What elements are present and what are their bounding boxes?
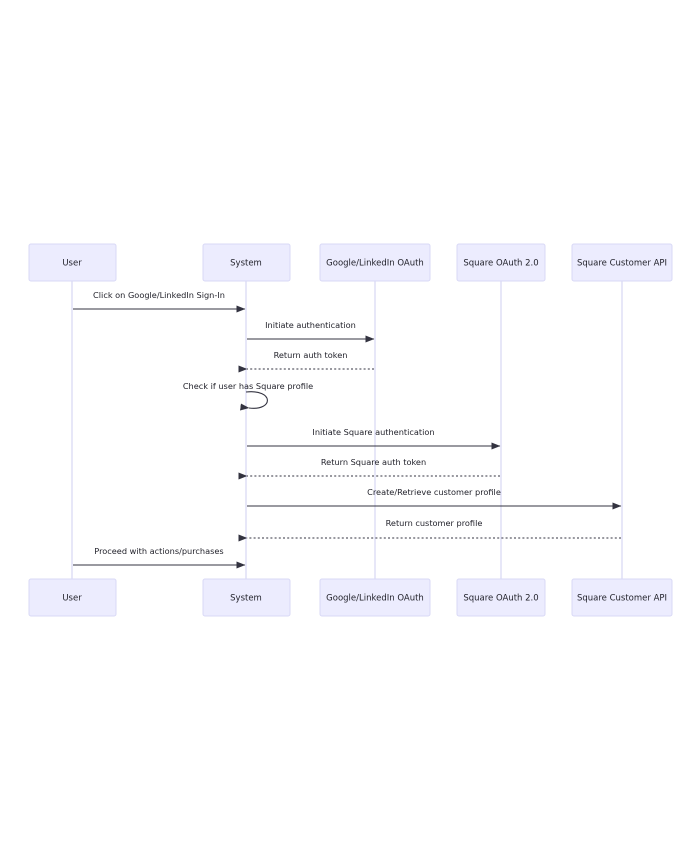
actor-sqoauth-footer[interactable]: Square OAuth 2.0 [456, 578, 546, 617]
message-label: Click on Google/LinkedIn Sign-In [93, 290, 225, 300]
actor-sqoauth-header[interactable]: Square OAuth 2.0 [456, 243, 546, 282]
message-label: Initiate authentication [265, 320, 356, 330]
actor-header-group: User System Google/LinkedIn OAuth Square OA… [28, 243, 673, 282]
message-label: Return auth token [274, 350, 348, 360]
actor-box [456, 243, 546, 282]
actor-oauth-footer[interactable]: Google/LinkedIn OAuth [319, 578, 431, 617]
message-8-return[interactable]: Return customer profile [238, 518, 621, 542]
actor-user-header[interactable]: User [28, 243, 117, 282]
actor-label: Square OAuth 2.0 [463, 259, 538, 269]
actor-label: User [62, 259, 82, 269]
message-5-request[interactable]: Initiate Square authentication [247, 427, 501, 450]
message-label: Return customer profile [386, 518, 483, 528]
lifelines-group [71, 281, 623, 579]
message-4-self[interactable]: Check if user has Square profile [183, 381, 313, 411]
actor-label: Square OAuth 2.0 [463, 594, 538, 604]
actor-box [28, 578, 117, 617]
message-label: Check if user has Square profile [183, 381, 313, 391]
message-2-request[interactable]: Initiate authentication [247, 320, 375, 343]
actor-box [571, 578, 673, 617]
actor-footer-group: User System Google/LinkedIn OAuth Square OA… [28, 578, 673, 617]
actor-box [319, 243, 431, 282]
actor-box [202, 243, 291, 282]
message-6-return[interactable]: Return Square auth token [238, 457, 500, 480]
message-1-request[interactable]: Click on Google/LinkedIn Sign-In [73, 290, 246, 313]
actor-label: System [230, 259, 262, 269]
actor-box [28, 243, 117, 282]
actor-user-footer[interactable]: User [28, 578, 117, 617]
actor-sqcust-header[interactable]: Square Customer API [571, 243, 673, 282]
actor-label: Square Customer API [577, 259, 667, 269]
actor-label: Square Customer API [577, 594, 667, 604]
actor-box [202, 578, 291, 617]
actor-label: User [62, 594, 82, 604]
actor-system-footer[interactable]: System [202, 578, 291, 617]
self-loop-path [240, 391, 268, 411]
message-9-request[interactable]: Proceed with actions/purchases [73, 546, 246, 569]
message-label: Initiate Square authentication [312, 427, 434, 437]
actor-label: Google/LinkedIn OAuth [326, 259, 424, 269]
message-label: Proceed with actions/purchases [94, 546, 223, 556]
actor-sqcust-footer[interactable]: Square Customer API [571, 578, 673, 617]
message-label: Create/Retrieve customer profile [367, 487, 501, 497]
actor-label: Google/LinkedIn OAuth [326, 594, 424, 604]
actor-box [319, 578, 431, 617]
actor-box [456, 578, 546, 617]
message-label: Return Square auth token [321, 457, 426, 467]
messages-group: Click on Google/LinkedIn Sign-InInitiate… [73, 290, 622, 569]
actor-oauth-header[interactable]: Google/LinkedIn OAuth [319, 243, 431, 282]
actor-system-header[interactable]: System [202, 243, 291, 282]
message-3-return[interactable]: Return auth token [238, 350, 374, 373]
message-7-request[interactable]: Create/Retrieve customer profile [247, 487, 622, 510]
actor-label: System [230, 594, 262, 604]
actor-box [571, 243, 673, 282]
